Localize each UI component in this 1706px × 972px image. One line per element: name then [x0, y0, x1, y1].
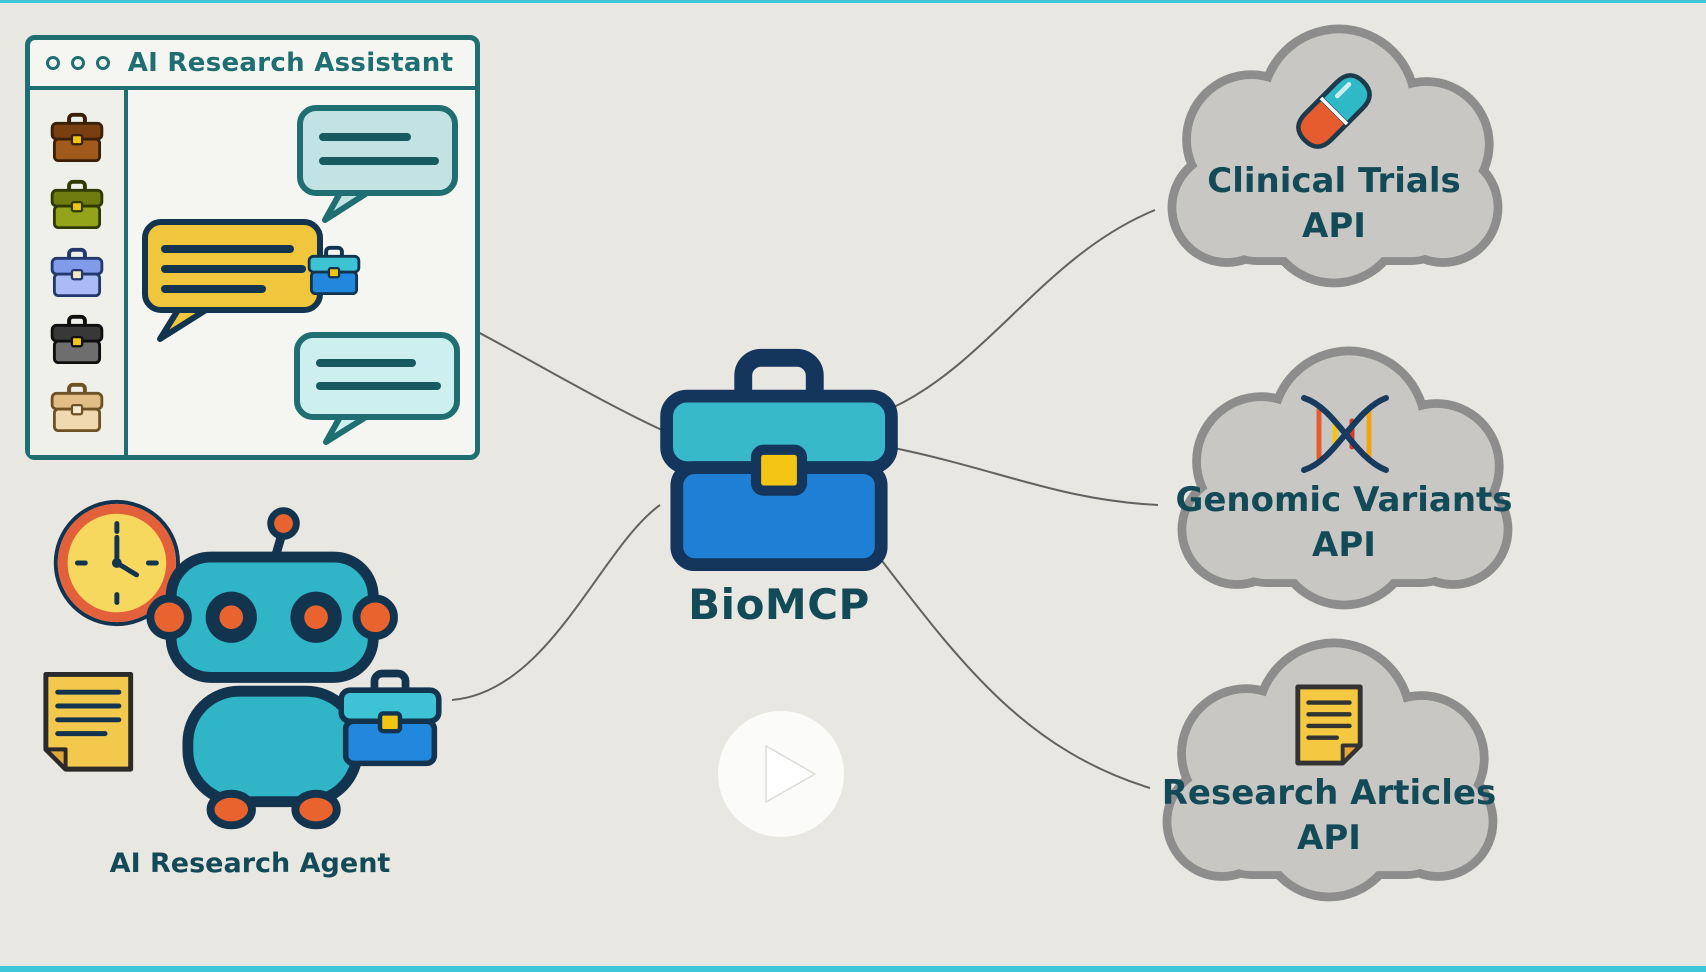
agent-briefcase-icon — [331, 668, 449, 770]
play-button[interactable] — [715, 708, 847, 840]
document-icon — [1295, 684, 1363, 766]
briefcase-periwinkle-icon — [48, 247, 106, 299]
chat-bubble-top — [295, 103, 460, 228]
robot-foot-right — [291, 789, 341, 830]
cloud-shape — [1167, 24, 1503, 288]
bottom-edge-accent — [0, 966, 1706, 972]
connector-hub-to-genomic — [893, 447, 1159, 506]
connector-agent-to-hub — [451, 504, 661, 701]
cloud-clinical-trials: Clinical Trials API — [1135, 8, 1533, 300]
robot-foot-left — [206, 789, 256, 830]
robot-head — [165, 551, 379, 683]
window-dot-icon — [46, 56, 60, 70]
cloud-label-line2: API — [1312, 525, 1376, 565]
biomcp-label: BioMCP — [688, 580, 870, 629]
cloud-label-line2: API — [1297, 818, 1361, 858]
cloud-label-line1: Genomic Variants — [1175, 480, 1513, 521]
pill-icon — [1296, 73, 1372, 150]
connector-hub-to-clinical — [891, 209, 1156, 409]
assistant-window-title: AI Research Assistant — [127, 48, 454, 78]
chat-briefcase-icon — [305, 245, 363, 297]
robot-ear-left — [146, 594, 192, 640]
assistant-sidebar — [30, 90, 128, 455]
note-icon — [43, 671, 134, 772]
connector-hub-to-articles — [871, 547, 1151, 789]
cloud-genomic-variants: Genomic Variants API — [1145, 330, 1543, 622]
biomcp-briefcase-icon — [648, 345, 910, 580]
briefcase-brown-icon — [48, 112, 106, 164]
chat-bubble-yellow — [140, 217, 325, 342]
robot-eyes — [205, 591, 342, 643]
dna-icon — [1301, 395, 1389, 474]
cloud-shape — [1177, 346, 1513, 610]
briefcase-tan-icon — [48, 382, 106, 434]
assistant-window-titlebar: AI Research Assistant — [30, 40, 475, 90]
chat-bubble-bottom — [292, 330, 462, 445]
assistant-window: AI Research Assistant — [25, 35, 480, 460]
play-triangle-icon — [765, 744, 817, 804]
robot-ear-right — [352, 594, 398, 640]
cloud-research-articles: Research Articles API — [1130, 622, 1528, 914]
clock-icon — [53, 499, 180, 627]
cloud-label-line1: Research Articles — [1161, 773, 1497, 814]
ai-research-agent-figure — [35, 492, 465, 847]
cloud-shape — [1162, 638, 1498, 902]
window-dot-icon — [71, 56, 85, 70]
antenna-tip — [267, 507, 300, 540]
briefcase-black-icon — [48, 314, 106, 366]
cloud-label-line1: Clinical Trials — [1207, 161, 1461, 202]
agent-label: AI Research Agent — [109, 848, 391, 879]
top-edge-accent — [0, 0, 1706, 3]
window-dot-icon — [96, 56, 110, 70]
cloud-label-line2: API — [1302, 206, 1366, 246]
briefcase-olive-icon — [48, 179, 106, 231]
window-control-dots — [30, 56, 124, 70]
